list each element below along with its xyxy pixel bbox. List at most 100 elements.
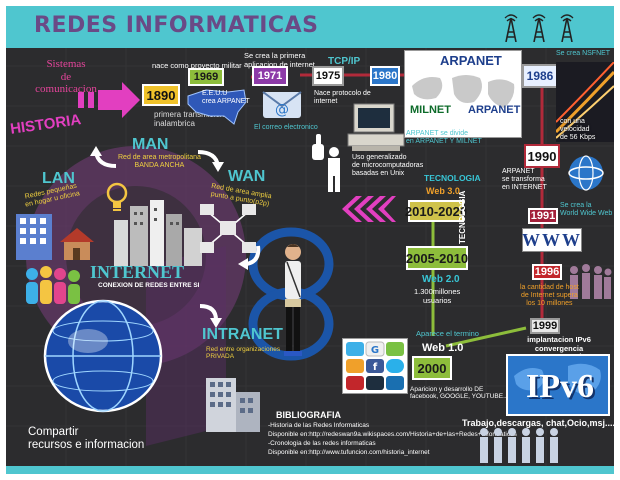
computer-icon bbox=[347, 103, 405, 151]
skyline-icon bbox=[114, 200, 202, 266]
person-icon bbox=[284, 244, 302, 356]
bibliografia-line: Disponible en:http://www.tufuncion.com/h… bbox=[268, 449, 430, 456]
year-1990-badge: 1990 bbox=[524, 144, 560, 168]
compartir-text: Compartir recursos e informacion bbox=[28, 426, 145, 452]
man-description: Red de area metropolitana BANDA ANCHA bbox=[118, 154, 201, 170]
people-group-icon bbox=[26, 266, 80, 304]
office-building-icon bbox=[206, 378, 260, 432]
magenta-arrow-icon bbox=[78, 82, 140, 118]
bibliografia-title: BIBLIOGRAFIA bbox=[276, 410, 341, 420]
linkedin-icon bbox=[386, 376, 404, 390]
crowd-icon bbox=[570, 264, 612, 299]
ipv6-logo: IPv6 bbox=[526, 368, 594, 405]
wan-label: WAN bbox=[228, 168, 266, 185]
usuarios-text: 1.300millones usuarios bbox=[414, 287, 461, 305]
google-icon bbox=[365, 341, 385, 357]
curved-arrow-icon bbox=[238, 245, 261, 270]
antenna-icon bbox=[560, 14, 574, 42]
house-icon bbox=[60, 228, 94, 260]
microcomputadoras-text: Uso generalizado de microcomputadoras ba… bbox=[352, 154, 424, 178]
year-2010-2020-badge: 2010-2020 bbox=[405, 200, 467, 222]
year-1999-badge: 1999 bbox=[530, 318, 560, 334]
nace-militar-text: nace como proyecto militar bbox=[152, 61, 242, 70]
year-1991-badge: 1991 bbox=[528, 208, 558, 224]
infographic-board: REDES INFORMATICAS Sistemas de comunicac… bbox=[6, 6, 614, 474]
bibliografia-line: -Historia de las Redes Informaticas bbox=[268, 422, 370, 429]
lan-label: LAN bbox=[42, 170, 75, 187]
eeuu-arpanet-text: E.E.U.U crea ARPANET bbox=[202, 90, 250, 106]
hand-pointing-icon bbox=[312, 134, 324, 160]
footer-band bbox=[6, 466, 614, 474]
skype-icon bbox=[386, 359, 404, 373]
tcpip-label: TCP/IP bbox=[328, 56, 361, 67]
lightbulb-icon bbox=[106, 182, 128, 211]
businessman-icon bbox=[328, 147, 340, 192]
svg-text:G: G bbox=[371, 345, 379, 356]
web30-label: Web 3.0 bbox=[426, 186, 460, 196]
milnet-label: MILNET bbox=[410, 104, 451, 116]
globe-icon bbox=[43, 299, 163, 413]
myspace-icon bbox=[366, 376, 384, 390]
intranet-description: Red entre organizaciones PRIVADA bbox=[206, 346, 281, 361]
arpanet-right-label: ARPANET bbox=[468, 104, 521, 116]
svg-text:@: @ bbox=[275, 102, 289, 118]
twitter-icon bbox=[346, 342, 364, 356]
youtube-icon bbox=[346, 376, 364, 390]
primera-app-text: Se crea la primera aplicacion de interne… bbox=[244, 51, 315, 69]
arpanet-top-label: ARPANET bbox=[440, 53, 502, 68]
correo-text: El correo electronico bbox=[254, 124, 318, 131]
bibliografia-line: -Cronologia de las redes informaticas bbox=[268, 440, 376, 447]
facebook-icon bbox=[366, 359, 384, 373]
trabajo-text: Trabajo,descargas, chat,Ocio,msj...... bbox=[462, 418, 614, 428]
world-map-icon bbox=[412, 75, 515, 108]
year-1969-badge: 1969 bbox=[188, 68, 224, 86]
internet-label: INTERNET bbox=[90, 262, 185, 282]
page-title: REDES INFORMATICAS bbox=[34, 13, 319, 38]
www-created-text: Se crea la World Wide Web bbox=[560, 202, 613, 218]
network-computers-icon bbox=[200, 204, 256, 253]
antenna-icon bbox=[532, 14, 546, 42]
usa-map-icon bbox=[187, 89, 247, 125]
year-2000-badge: 2000 bbox=[412, 356, 452, 380]
curved-arrow-icon bbox=[199, 304, 222, 328]
www-logo: WWW bbox=[522, 228, 582, 252]
social-icons-grid: G f bbox=[346, 341, 404, 390]
tecnologia-right-label: TECNOLOGIA bbox=[458, 190, 467, 244]
year-1971-badge: 1971 bbox=[252, 66, 288, 86]
msn-icon bbox=[386, 342, 404, 356]
year-1996-badge: 1996 bbox=[532, 264, 562, 280]
light-trails-image bbox=[556, 62, 614, 142]
nace-protocolo-text: Nace protocolo de internet bbox=[314, 90, 371, 106]
year-1890-badge: 1890 bbox=[142, 84, 180, 106]
chevron-arrows-icon bbox=[342, 196, 396, 222]
world-map-icon bbox=[514, 363, 601, 395]
globe-icon bbox=[568, 155, 604, 191]
apartment-building-icon bbox=[16, 214, 52, 260]
tecnologia-lines bbox=[431, 221, 527, 348]
rss-icon bbox=[346, 359, 364, 373]
year-1980-badge: 1980 bbox=[370, 66, 400, 86]
curved-arrow-icon bbox=[197, 150, 224, 172]
year-1986-badge: 1986 bbox=[522, 64, 558, 88]
year-1975-badge: 1975 bbox=[312, 66, 344, 86]
arpanet-transforma-text: ARPANET se transforma en INTERNET bbox=[502, 168, 547, 192]
antenna-icon bbox=[504, 14, 518, 42]
aparicion-text: Aparicion y desarrollo DE facebook, GOOG… bbox=[410, 386, 509, 401]
aparece-text: Aparece el termino bbox=[416, 329, 479, 338]
internet-description: CONEXION DE REDES ENTRE SI bbox=[98, 282, 200, 289]
svg-text:f: f bbox=[373, 362, 378, 373]
curved-arrow-icon bbox=[90, 146, 117, 168]
ipv6-logo-panel: IPv6 bbox=[506, 354, 610, 416]
man-label: MAN bbox=[132, 136, 169, 153]
intranet-label: INTRANET bbox=[202, 326, 283, 343]
crowd-icon bbox=[480, 428, 558, 463]
web10-label: Web 1.0 bbox=[422, 342, 464, 354]
bibliografia-line: Disponible en:http://redeswan9a.wikispac… bbox=[268, 431, 517, 438]
cantidad-host-text: la cantidad de host de Internet supera l… bbox=[520, 284, 579, 308]
velocidad-text: con una velocidad de 56 Kbps bbox=[560, 118, 596, 142]
arpanet-divide-text: ARPANET se divide en ARPANET Y MILNET bbox=[406, 130, 482, 146]
web20-label: Web 2.0 bbox=[422, 274, 460, 285]
email-icon: @ bbox=[262, 91, 302, 118]
year-2005-2010-badge: 2005-2010 bbox=[406, 246, 468, 270]
